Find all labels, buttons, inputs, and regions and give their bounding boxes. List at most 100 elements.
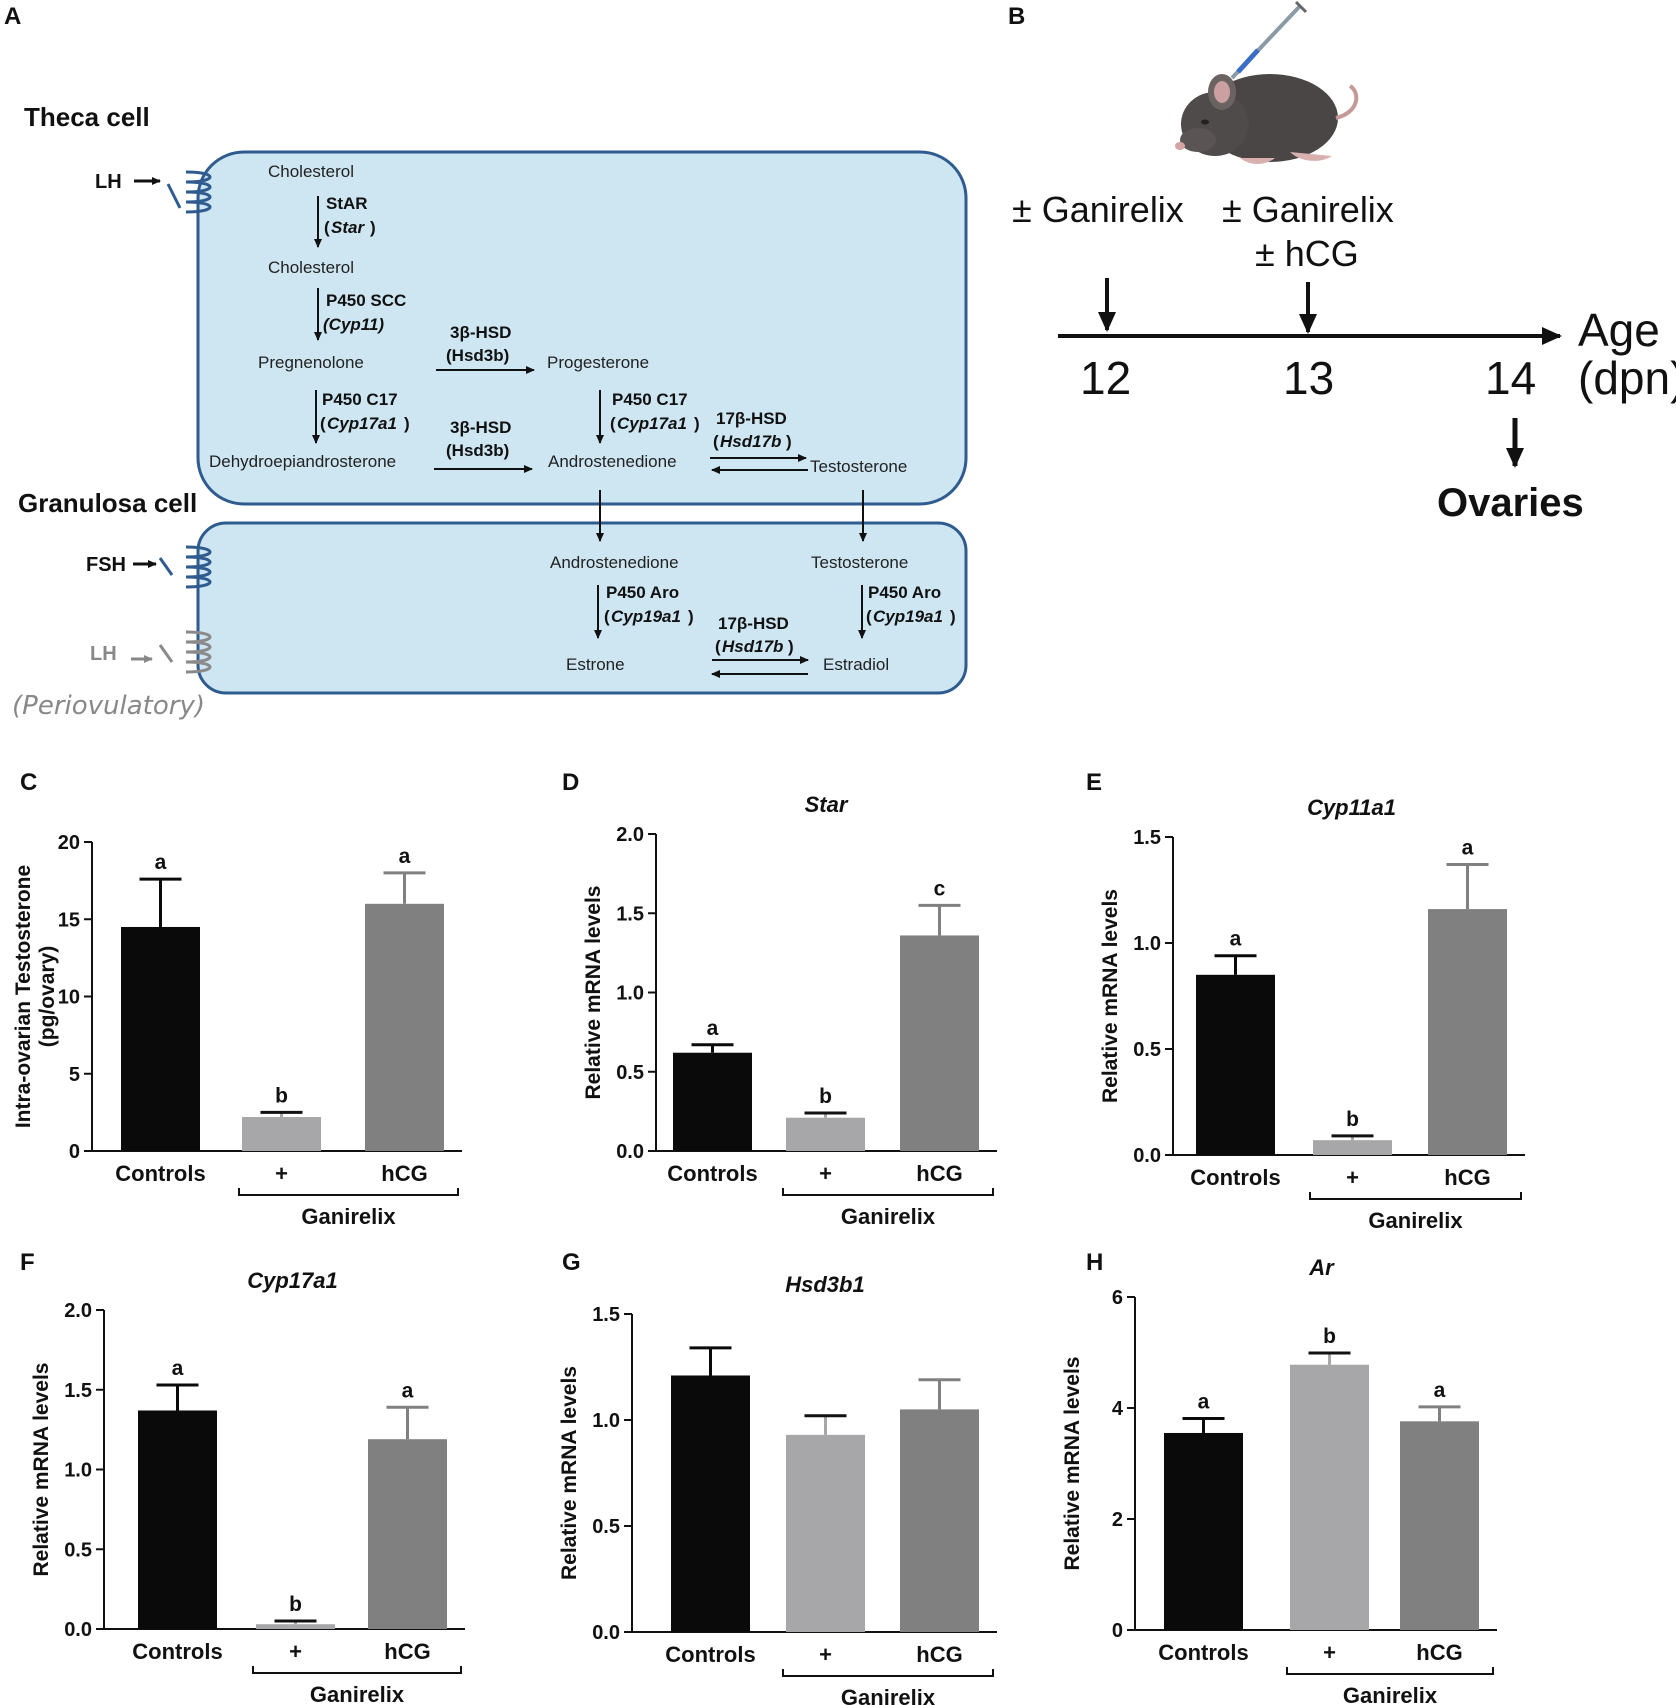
metabolite-testosterone-granulosa: Testosterone xyxy=(811,553,908,572)
metabolite-progesterone: Progesterone xyxy=(547,353,649,372)
significance-letter: b xyxy=(1323,1325,1336,1348)
y-tick-label: 1.0 xyxy=(592,1410,620,1432)
panel-a: A Theca cell Granulosa cell LH FSH LH (P… xyxy=(4,3,968,721)
enzyme-p450aro-2: P450 Aro xyxy=(868,583,941,602)
y-tick-label: 10 xyxy=(58,987,80,1009)
enzyme-p450c17-1-gene: Cyp17a1 xyxy=(327,414,397,433)
enzyme-p450aro-1: P450 Aro xyxy=(606,583,679,602)
enzyme-p450c17-2-gene: Cyp17a1 xyxy=(617,414,687,433)
y-tick-label: 6 xyxy=(1112,1287,1123,1309)
bar-3 xyxy=(1400,1421,1479,1630)
y-tick-label: 1.5 xyxy=(592,1304,620,1326)
chart-title: Ar xyxy=(1308,1255,1335,1280)
ganirelix-bracket xyxy=(1309,1192,1522,1200)
category-label: Controls xyxy=(1190,1165,1280,1190)
enzyme-star-gene: Star xyxy=(331,218,365,237)
category-label: hCG xyxy=(916,1642,962,1667)
enzyme-17bhsd-2: 17β-HSD xyxy=(718,614,789,633)
enzyme-p450c17-1-close: ) xyxy=(404,414,410,433)
enzyme-star-gene-open: ( xyxy=(324,218,330,237)
enzyme-star-gene-close: ) xyxy=(370,218,376,237)
enzyme-p450scc-gene: (Cyp11) xyxy=(323,315,384,334)
bar-3 xyxy=(900,1409,979,1632)
bar-3 xyxy=(365,903,444,1151)
chart-title: Cyp11a1 xyxy=(1307,795,1396,820)
y-tick-label: 0.0 xyxy=(616,1141,644,1163)
y-tick-label: 0.5 xyxy=(616,1062,644,1084)
bar-1 xyxy=(1196,974,1275,1155)
theca-cell-label: Theca cell xyxy=(24,102,150,132)
timeline-day-12: 12 xyxy=(1080,352,1131,404)
enzyme-p450scc: P450 SCC xyxy=(326,291,406,310)
fsh-label: FSH xyxy=(86,554,126,576)
enzyme-3bhsd-1: 3β-HSD xyxy=(450,323,511,342)
metabolite-androstenedione-theca: Androstenedione xyxy=(548,452,677,471)
metabolite-testosterone-theca: Testosterone xyxy=(810,457,907,476)
y-tick-label: 0.5 xyxy=(64,1539,92,1561)
bar-2 xyxy=(1313,1140,1392,1155)
lh-receptor-icon xyxy=(166,170,212,214)
lh-label: LH xyxy=(95,171,122,193)
significance-letter: b xyxy=(819,1085,832,1108)
significance-letter: a xyxy=(402,1379,414,1402)
ganirelix-bracket xyxy=(782,1188,994,1196)
y-tick-label: 1.5 xyxy=(616,903,644,925)
ganirelix-group-label: Ganirelix xyxy=(301,1204,396,1229)
y-axis-label: Relative mRNA levels xyxy=(558,1366,581,1580)
pathway-arrows xyxy=(312,196,867,678)
category-label: + xyxy=(1323,1640,1336,1665)
y-tick-label: 5 xyxy=(69,1064,80,1086)
significance-letter: a xyxy=(1434,1379,1446,1402)
ganirelix-bracket xyxy=(252,1666,462,1674)
y-tick-label: 1.5 xyxy=(64,1380,92,1402)
bar-2 xyxy=(242,1117,321,1151)
enzyme-17bhsd-2-open: ( xyxy=(715,637,721,656)
panel-letter-f: F xyxy=(20,1249,35,1276)
mouse-icon xyxy=(1175,0,1359,164)
bar-2 xyxy=(786,1434,865,1632)
significance-letter: a xyxy=(155,851,167,874)
significance-letter: b xyxy=(289,1593,302,1616)
category-label: + xyxy=(289,1639,302,1664)
y-axis-label: Relative mRNA levels xyxy=(1099,889,1122,1103)
enzyme-3bhsd-1-gene: (Hsd3b) xyxy=(446,346,509,365)
ganirelix-bracket xyxy=(1286,1667,1494,1675)
timeline-day-14: 14 xyxy=(1485,352,1536,404)
y-tick-label: 0 xyxy=(1112,1620,1123,1642)
enzyme-17bhsd-2-close: ) xyxy=(788,637,794,656)
category-label: hCG xyxy=(1444,1165,1490,1190)
granulosa-cell-label: Granulosa cell xyxy=(18,488,197,518)
y-tick-label: 2 xyxy=(1112,1509,1123,1531)
ganirelix-group-label: Ganirelix xyxy=(1343,1683,1438,1705)
panel-letter-a: A xyxy=(4,3,21,30)
bar-3 xyxy=(1428,909,1507,1155)
enzyme-p450aro-2-gene: Cyp19a1 xyxy=(873,607,943,626)
bar-1 xyxy=(121,926,200,1151)
panel-letter-g: G xyxy=(562,1249,581,1276)
significance-letter: a xyxy=(1230,928,1242,951)
enzyme-p450c17-1-open: ( xyxy=(320,414,326,433)
enzyme-p450aro-1-close: ) xyxy=(688,607,694,626)
timeline-age-unit: (dpn) xyxy=(1578,352,1676,404)
y-tick-label: 0.0 xyxy=(592,1622,620,1644)
panel-letter-e: E xyxy=(1086,769,1102,796)
enzyme-17bhsd-1-open: ( xyxy=(713,432,719,451)
y-tick-label: 0.0 xyxy=(64,1619,92,1641)
enzyme-star: StAR xyxy=(326,194,368,213)
y-tick-label: 1.0 xyxy=(64,1460,92,1482)
enzyme-p450aro-1-open: ( xyxy=(604,607,610,626)
treatment-day13-ganirelix-label: ± Ganirelix xyxy=(1222,189,1394,230)
ganirelix-group-label: Ganirelix xyxy=(841,1204,936,1229)
category-label: Controls xyxy=(667,1161,757,1186)
granulosa-cell-body xyxy=(196,521,968,695)
enzyme-17bhsd-1: 17β-HSD xyxy=(716,409,787,428)
bar-2 xyxy=(1290,1364,1369,1630)
category-label: hCG xyxy=(381,1161,427,1186)
enzyme-17bhsd-1-gene: Hsd17b xyxy=(720,432,781,451)
significance-letter: c xyxy=(934,877,946,900)
